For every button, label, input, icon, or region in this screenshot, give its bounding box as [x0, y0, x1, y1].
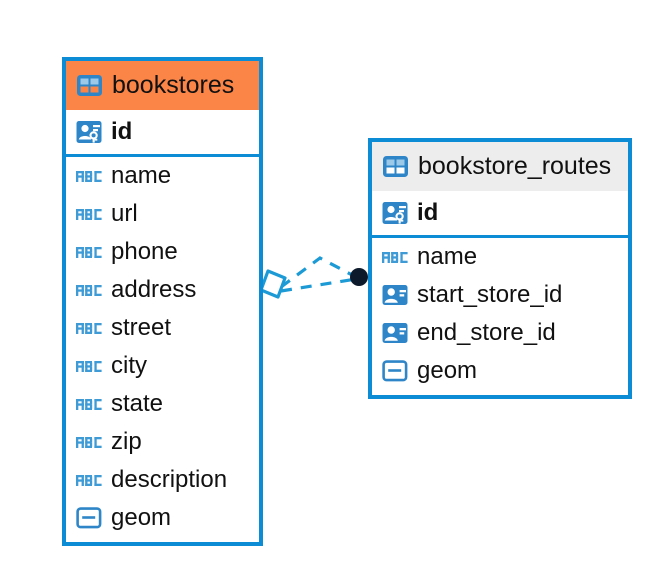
column-label-end-store-id: end_store_id — [417, 319, 556, 346]
table-grid-icon — [382, 155, 409, 178]
column-row-zip[interactable]: zip — [66, 423, 259, 461]
column-row-name[interactable]: name — [372, 238, 628, 276]
column-row-primary-key[interactable]: id — [372, 191, 628, 238]
abc-text-icon — [76, 283, 102, 298]
column-row-url[interactable]: url — [66, 195, 259, 233]
column-label-id: id — [111, 118, 133, 145]
column-label-city: city — [111, 352, 147, 379]
abc-text-icon — [76, 207, 102, 222]
entity-title-bookstores: bookstores — [112, 71, 235, 99]
column-row-address[interactable]: address — [66, 271, 259, 309]
abc-text-icon — [76, 359, 102, 374]
primary-key-icon — [382, 200, 408, 226]
entity-table-bookstores[interactable]: bookstores id — [62, 57, 263, 546]
column-label-start-store-id: start_store_id — [417, 281, 563, 308]
entity-header-bookstores[interactable]: bookstores — [66, 61, 259, 110]
column-label-name: name — [417, 243, 478, 270]
foreign-key-icon — [382, 322, 408, 344]
column-label-geom: geom — [417, 357, 478, 384]
column-row-end-store-id[interactable]: end_store_id — [372, 314, 628, 352]
entity-header-bookstore-routes[interactable]: bookstore_routes — [372, 142, 628, 191]
abc-text-icon — [76, 321, 102, 336]
relationship-line-end-store — [280, 277, 357, 293]
table-grid-icon — [76, 74, 103, 97]
abc-text-icon — [76, 169, 102, 184]
column-row-start-store-id[interactable]: start_store_id — [372, 276, 628, 314]
column-list-bookstore-routes: name start_store_id — [372, 238, 628, 396]
dot-marker — [350, 268, 368, 286]
diamond-marker — [259, 269, 287, 299]
column-row-primary-key[interactable]: id — [66, 110, 259, 157]
column-label-id: id — [417, 199, 439, 226]
column-label-description: description — [111, 466, 228, 493]
column-row-phone[interactable]: phone — [66, 233, 259, 271]
column-label-url: url — [111, 200, 138, 227]
relationship-line-start-store — [280, 256, 357, 289]
geometry-icon — [76, 506, 102, 530]
abc-text-icon — [76, 245, 102, 260]
column-label-state: state — [111, 390, 164, 417]
column-label-street: street — [111, 314, 172, 341]
column-row-geom[interactable]: geom — [372, 352, 628, 390]
column-row-geom[interactable]: geom — [66, 499, 259, 537]
column-row-street[interactable]: street — [66, 309, 259, 347]
column-label-name: name — [111, 162, 172, 189]
abc-text-icon — [76, 473, 102, 488]
column-row-city[interactable]: city — [66, 347, 259, 385]
geometry-icon — [382, 359, 408, 383]
abc-text-icon — [76, 397, 102, 412]
foreign-key-icon — [382, 284, 408, 306]
primary-key-icon — [76, 119, 102, 145]
column-label-zip: zip — [111, 428, 142, 455]
column-row-name[interactable]: name — [66, 157, 259, 195]
entity-title-bookstore-routes: bookstore_routes — [418, 152, 612, 180]
abc-text-icon — [76, 435, 102, 450]
column-row-description[interactable]: description — [66, 461, 259, 499]
column-list-bookstores: name — [66, 157, 259, 543]
abc-text-icon — [382, 250, 408, 265]
column-label-phone: phone — [111, 238, 178, 265]
column-row-state[interactable]: state — [66, 385, 259, 423]
column-label-address: address — [111, 276, 197, 303]
entity-table-bookstore-routes[interactable]: bookstore_routes id — [368, 138, 632, 399]
column-label-geom: geom — [111, 504, 172, 531]
